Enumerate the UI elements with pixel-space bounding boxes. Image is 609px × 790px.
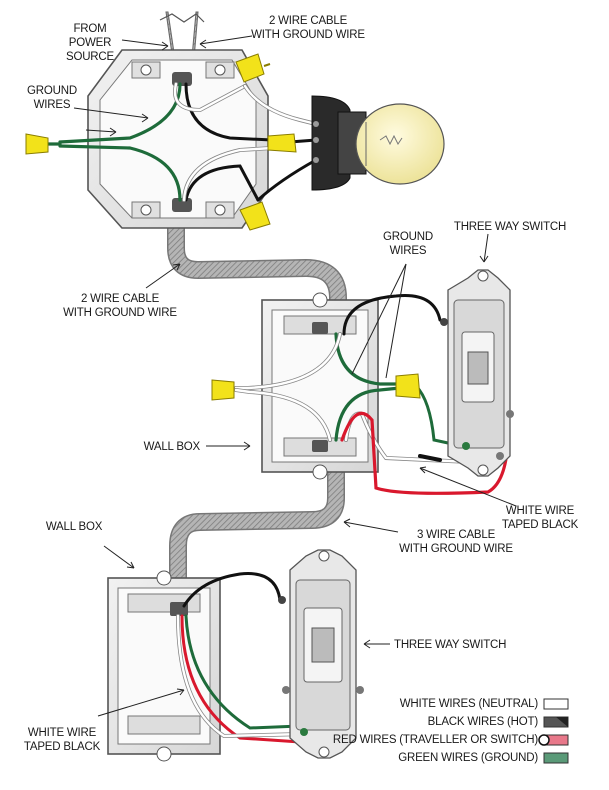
label-from-power-source: FROM POWER SOURCE: [66, 23, 115, 63]
wire-nut-icon: [25, 133, 49, 155]
svg-text:2 WIRE CABLE: 2 WIRE CABLE: [269, 15, 348, 27]
middle-wall-box: [261, 292, 379, 480]
svg-text:BLACK WIRES (HOT): BLACK WIRES (HOT): [428, 716, 539, 728]
svg-text:GROUND: GROUND: [27, 85, 77, 97]
label-cable-middle: 2 WIRE CABLE WITH GROUND WIRE: [63, 293, 177, 319]
svg-text:3 WIRE CABLE: 3 WIRE CABLE: [417, 529, 496, 541]
label-wall-box-bottom: WALL BOX: [46, 521, 103, 533]
wire-nut-icon: [239, 201, 271, 231]
label-cable-3wire: 3 WIRE CABLE WITH GROUND WIRE: [399, 529, 513, 555]
wire-nut-icon: [395, 373, 421, 399]
svg-text:WITH GROUND WIRE: WITH GROUND WIRE: [251, 29, 365, 41]
svg-text:FROM: FROM: [73, 23, 106, 35]
wire-nut-icon: [235, 53, 271, 83]
label-ground-wires-middle: GROUND WIRES: [383, 231, 433, 257]
middle-box-wires: [234, 294, 510, 495]
legend-swatch-white: [543, 698, 569, 710]
label-ground-wires-top: GROUND WIRES: [27, 85, 77, 111]
three-way-switch-bottom: [278, 549, 364, 759]
svg-text:GROUND: GROUND: [383, 231, 433, 243]
svg-text:WHITE WIRE: WHITE WIRE: [28, 727, 97, 739]
label-cable-top: 2 WIRE CABLE WITH GROUND WIRE: [251, 15, 365, 41]
svg-text:TAPED BLACK: TAPED BLACK: [502, 519, 579, 531]
light-bulb-icon: [311, 95, 445, 191]
legend-item-black: BLACK WIRES (HOT): [428, 716, 569, 728]
bottom-box-wires: [176, 572, 312, 744]
legend-item-white: WHITE WIRES (NEUTRAL): [400, 698, 569, 710]
svg-text:WHITE WIRE: WHITE WIRE: [506, 505, 575, 517]
svg-text:WITH GROUND WIRE: WITH GROUND WIRE: [399, 543, 513, 555]
svg-text:GREEN WIRES (GROUND): GREEN WIRES (GROUND): [398, 752, 538, 764]
svg-text:WIRES: WIRES: [390, 245, 427, 257]
wire-nut-icon: [211, 379, 235, 401]
label-three-way-switch-bottom: THREE WAY SWITCH: [394, 639, 506, 651]
legend-item-red: RED WIRES (TRAVELLER OR SWITCH): [333, 734, 569, 746]
svg-text:TAPED BLACK: TAPED BLACK: [24, 741, 101, 753]
legend-swatch-green: [543, 752, 569, 764]
svg-text:2 WIRE CABLE: 2 WIRE CABLE: [81, 293, 160, 305]
top-box-wires: [28, 82, 318, 202]
svg-text:SOURCE: SOURCE: [66, 51, 115, 63]
wire-nut-icon: [267, 133, 297, 153]
svg-text:POWER: POWER: [69, 37, 111, 49]
label-three-way-switch-top: THREE WAY SWITCH: [454, 221, 566, 233]
cursor-icon: [538, 734, 550, 746]
label-white-wire-taped-black-left: WHITE WIRE TAPED BLACK: [24, 727, 101, 753]
legend: WHITE WIRES (NEUTRAL) BLACK WIRES (HOT) …: [333, 698, 569, 764]
svg-text:WHITE WIRES (NEUTRAL): WHITE WIRES (NEUTRAL): [400, 698, 539, 710]
svg-text:WIRES: WIRES: [34, 99, 71, 111]
legend-item-green: GREEN WIRES (GROUND): [398, 752, 569, 764]
label-wall-box-middle: WALL BOX: [144, 441, 201, 453]
leader-lines: [73, 35, 517, 717]
svg-text:WITH GROUND WIRE: WITH GROUND WIRE: [63, 307, 177, 319]
svg-text:RED WIRES (TRAVELLER OR SWITCH: RED WIRES (TRAVELLER OR SWITCH): [333, 734, 538, 746]
label-white-wire-taped-black-right: WHITE WIRE TAPED BLACK: [502, 505, 579, 531]
three-way-switch-top: [440, 269, 514, 477]
bottom-wall-box: [107, 570, 221, 762]
